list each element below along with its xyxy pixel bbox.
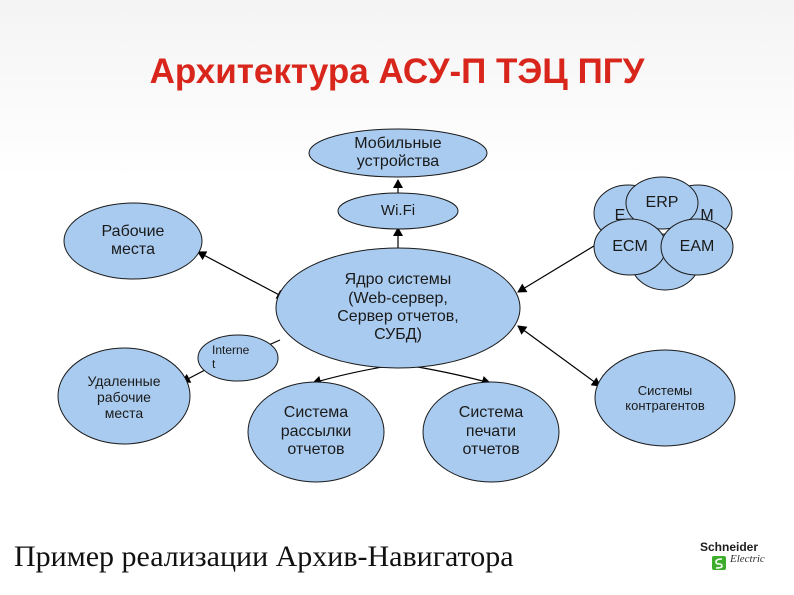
wifi-label: Wi.Fi (380, 202, 416, 220)
erp-right-partial-label: M (700, 206, 714, 224)
logo-mark-icon (712, 556, 726, 570)
internet-ellipse (197, 334, 279, 382)
internet-label: Interne t (212, 343, 250, 371)
remote-workstations-ellipse (57, 347, 191, 445)
erp-left-partial-label: E (614, 206, 626, 224)
workstations-label: Рабочие места (101, 222, 165, 258)
remote-workstations-label: Удаленные рабочие места (87, 372, 161, 422)
mobile-devices-label: Мобильные устройства (354, 134, 442, 170)
mobile-devices-ellipse (308, 128, 488, 178)
example-caption: Пример реализации Архив-Навигатора (14, 540, 514, 573)
eam-label: EAM (679, 237, 715, 255)
connector-core-contractors (517, 325, 601, 387)
schneider-electric-logo: Schneider Electric (700, 540, 772, 574)
printing-system-ellipse (422, 381, 560, 483)
contractors-label: Системы контрагентов (625, 383, 705, 413)
contractors-ellipse (594, 349, 736, 447)
connector-core-workstations (197, 251, 286, 299)
mailing-system-ellipse (247, 381, 385, 483)
eam-ellipse (660, 218, 734, 276)
erp-label: ERP (645, 193, 679, 211)
slide-title: Архитектура АСУ-П ТЭЦ ПГУ (149, 52, 645, 91)
mailing-system-label: Система рассылки отчетов (280, 404, 352, 459)
erp-ellipse (625, 176, 699, 230)
printing-system-label: Система печати отчетов (458, 404, 524, 459)
logo-text-line1: Schneider (700, 540, 759, 554)
workstations-ellipse (63, 202, 203, 280)
core-ellipse (275, 247, 521, 369)
ecm-label: ECM (612, 237, 648, 255)
wifi-ellipse (337, 192, 459, 230)
core-label: Ядро системы (Web-сервер, Сервер отчетов… (337, 271, 459, 344)
logo-text-line2: Electric (730, 553, 765, 565)
